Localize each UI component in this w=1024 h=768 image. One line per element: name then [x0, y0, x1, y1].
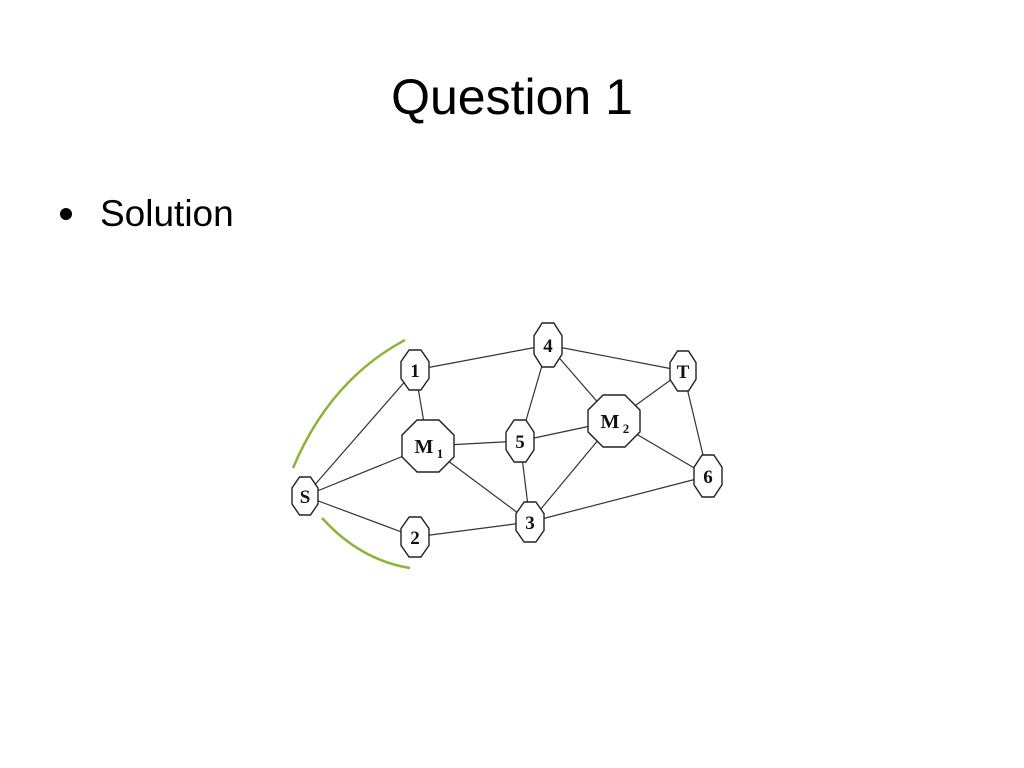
node-T: T: [669, 350, 697, 392]
edge-n4-T: [547, 344, 684, 372]
node-sub-M2: 2: [623, 421, 630, 436]
node-n6: 6: [693, 454, 723, 498]
node-label-n4: 4: [543, 336, 553, 357]
bullet-text: Solution: [100, 193, 234, 234]
highlight-arcs: [291, 338, 411, 570]
node-shape-M2: [587, 394, 641, 448]
node-label-M2: M: [601, 411, 620, 433]
highlight-arc-lower: [321, 517, 411, 570]
node-shape-n5: [505, 419, 535, 463]
node-label-T: T: [677, 362, 690, 383]
bullet-solution: Solution: [60, 190, 234, 238]
node-shape-n1: [400, 349, 430, 391]
edge-S-n1: [304, 369, 416, 497]
bullet-dot: [60, 208, 72, 220]
node-sub-M1: 1: [437, 446, 444, 461]
node-shape-n6: [693, 454, 723, 498]
node-label-n2: 2: [410, 528, 420, 549]
node-label-n5: 5: [515, 432, 525, 453]
node-shape-n2: [400, 516, 430, 558]
node-shape-M1: [401, 419, 455, 473]
node-label-n1: 1: [410, 361, 420, 382]
node-shape-n3: [515, 501, 545, 543]
node-shape-S: [291, 476, 319, 516]
node-label-M1: M: [415, 436, 434, 458]
node-shape-n4: [533, 322, 563, 368]
node-shape-T: [669, 350, 697, 392]
node-n1: 1: [400, 349, 430, 391]
edge-n2-n3: [414, 521, 531, 538]
slide-title: Question 1: [391, 69, 633, 125]
node-n3: 3: [515, 501, 545, 543]
node-label-S: S: [300, 487, 311, 508]
node-n2: 2: [400, 516, 430, 558]
edge-S-n2: [304, 495, 416, 538]
edge-n3-n6: [529, 475, 709, 523]
node-S: S: [291, 476, 319, 516]
node-label-n6: 6: [703, 467, 713, 488]
node-label-n3: 3: [525, 513, 535, 534]
highlight-arc-upper: [291, 338, 406, 469]
node-n4: 4: [533, 322, 563, 368]
node-n5: 5: [505, 419, 535, 463]
edge-n1-n4: [414, 344, 549, 371]
